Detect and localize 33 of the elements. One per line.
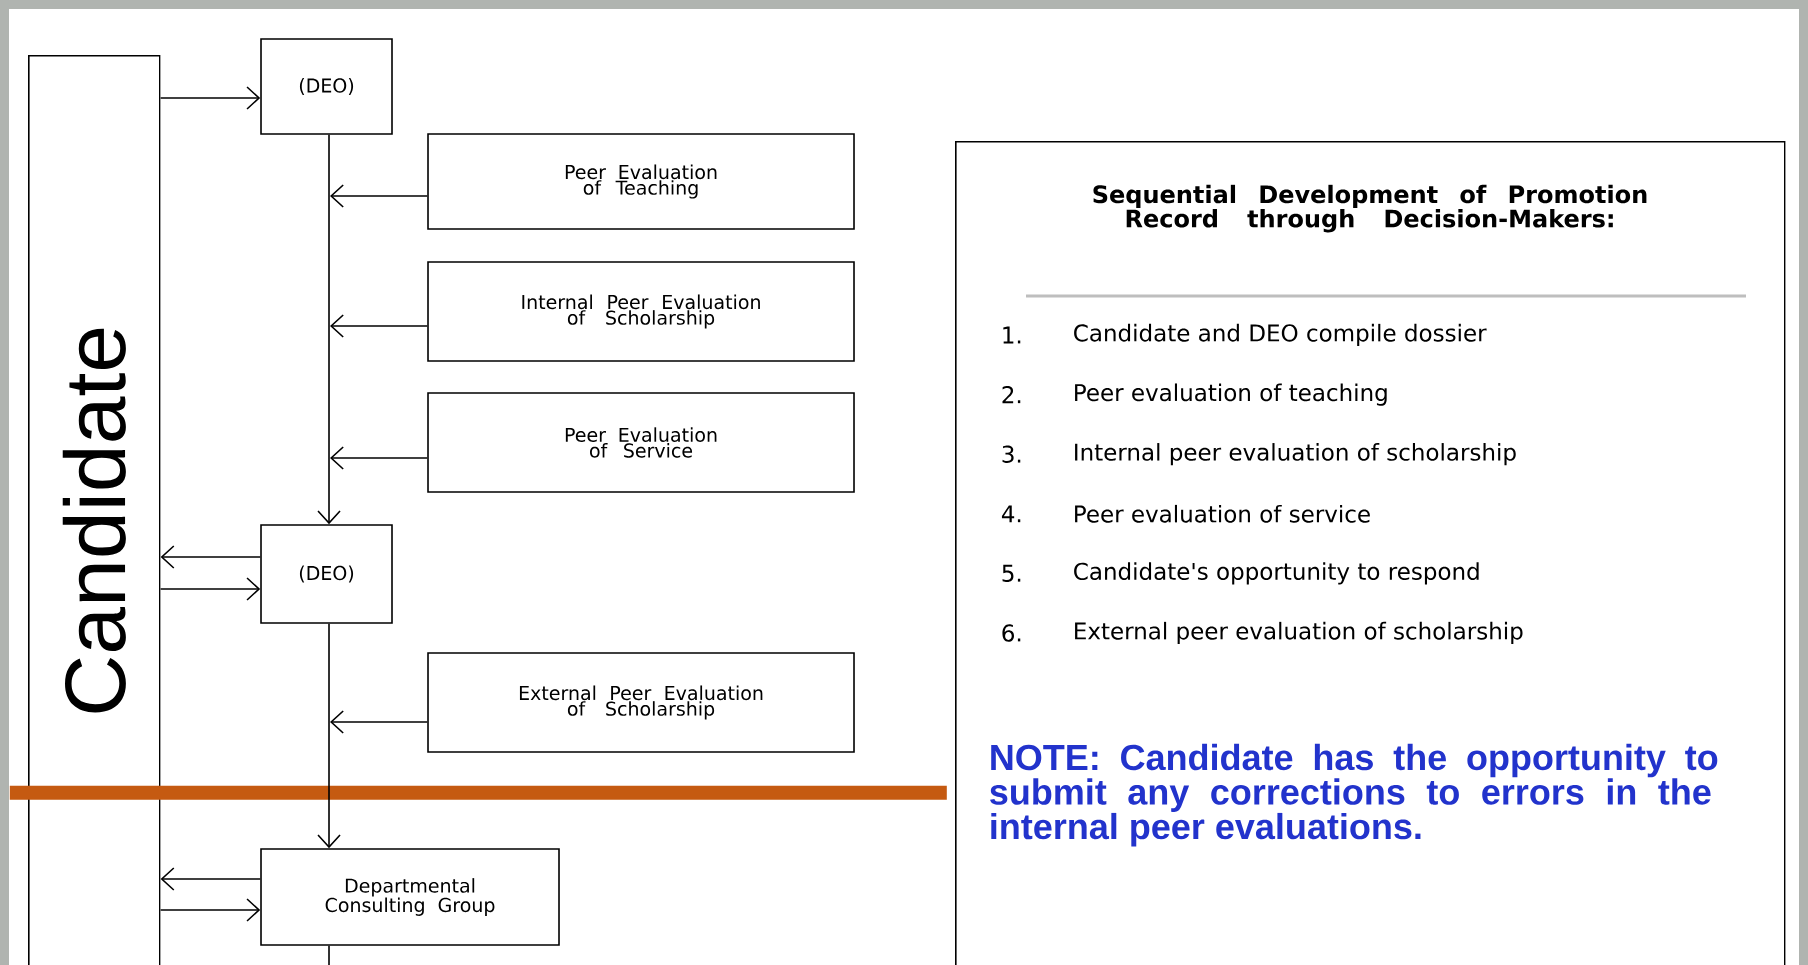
arrow [159, 898, 261, 922]
list-item: Candidate and DEO compile dossier [1074, 323, 1487, 347]
list-item: Internal peer evaluation of scholarship [1075, 443, 1516, 466]
arrow [160, 545, 261, 569]
list-number: 5. [1002, 564, 1021, 582]
list-item: Candidate's opportunity to respond [1074, 562, 1479, 585]
process-box: External Peer Evaluation of Scholarship [427, 652, 855, 753]
process-box: Peer Evaluation of Service [427, 392, 855, 493]
list-number: 3. [1002, 445, 1021, 463]
list-item: External peer evaluation of scholarship [1075, 621, 1523, 645]
arrow [330, 314, 428, 338]
process-box: Internal Peer Evaluation of Scholarship [427, 261, 855, 362]
process-box: Departmental Consulting Group [260, 848, 560, 946]
arrow [317, 623, 341, 849]
arrow [159, 577, 261, 601]
arrow [330, 710, 428, 734]
panel-heading: Sequential Development of Promotion Record through Decision-Makers: [1093, 184, 1647, 233]
list-number: 4. [1001, 505, 1021, 523]
process-box: Peer Evaluation of Teaching [427, 133, 855, 230]
list-number: 2. [1002, 386, 1021, 404]
list-item: Peer evaluation of teaching [1075, 383, 1387, 406]
arrow [330, 446, 428, 470]
list-number: 1. [1003, 326, 1021, 344]
arrow [160, 867, 261, 891]
arrow [159, 86, 261, 110]
process-box: (DEO) [260, 38, 393, 135]
list-number: 6. [1002, 624, 1021, 642]
arrow [317, 134, 341, 525]
note-text: NOTE: Candidate has the opportunity to submit any corrections to errors in the internal peer evaluations. [990, 743, 1718, 847]
list-item: Peer evaluation of service [1075, 504, 1370, 523]
candidate-bar: Candidate [28, 55, 161, 965]
arrow [330, 184, 428, 208]
process-box: (DEO) [260, 524, 393, 624]
